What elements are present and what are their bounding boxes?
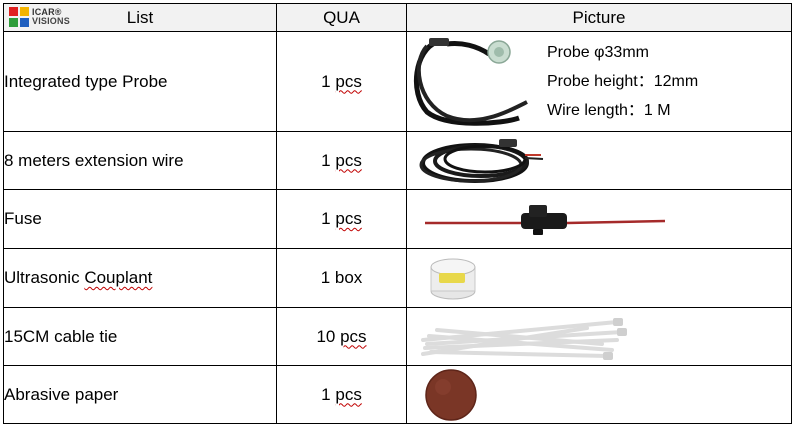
header-row: ICAR® VISIONS List QUA Picture	[3, 3, 792, 32]
packing-list-table: ICAR® VISIONS List QUA Picture Integrate…	[3, 3, 792, 424]
item-picture	[406, 189, 792, 249]
inline-fuse-holder-icon	[425, 205, 666, 235]
item-qty: 1 box	[276, 248, 407, 308]
item-qty: 1 pcs	[276, 189, 407, 249]
table-row: 8 meters extension wire 1 pcs	[3, 131, 792, 190]
abrasive-disc-icon	[425, 368, 477, 421]
item-name: Integrated type Probe	[3, 31, 277, 132]
probe-specs: Probe φ33mm Probe height：12mm Wire lengt…	[547, 38, 698, 125]
item-name: Abrasive paper	[3, 365, 277, 424]
cable-ties-icon	[421, 317, 627, 360]
item-picture	[406, 248, 792, 308]
item-name: Ultrasonic Couplant	[3, 248, 277, 308]
item-name: Fuse	[3, 189, 277, 249]
spec-diameter: Probe φ33mm	[547, 44, 649, 61]
table-row: Fuse 1 pcs	[3, 189, 792, 249]
spec-wire-length: Wire length：1 M	[547, 102, 671, 119]
logo-line-2: VISIONS	[32, 16, 70, 26]
logo-line-1: ICAR®	[32, 7, 62, 17]
item-qty: 1 pcs	[276, 31, 407, 132]
brand-mark-icon	[9, 7, 29, 27]
couplant-jar-icon	[430, 258, 476, 300]
spec-height: Probe height：12mm	[547, 73, 699, 90]
item-qty: 10 pcs	[276, 307, 407, 366]
brand-logo: ICAR® VISIONS	[9, 7, 70, 27]
item-qty: 1 pcs	[276, 131, 407, 190]
header-list-label: List	[126, 7, 154, 27]
table-row: Integrated type Probe 1 pcs Probe φ33mm …	[3, 31, 792, 132]
item-picture	[406, 307, 792, 366]
item-picture	[406, 365, 792, 424]
item-name: 15CM cable tie	[3, 307, 277, 366]
header-picture: Picture	[406, 3, 792, 32]
item-picture: Probe φ33mm Probe height：12mm Wire lengt…	[406, 31, 792, 132]
item-picture	[406, 131, 792, 190]
item-name: 8 meters extension wire	[3, 131, 277, 190]
header-qua: QUA	[276, 3, 407, 32]
item-qty: 1 pcs	[276, 365, 407, 424]
table-row: Abrasive paper 1 pcs	[3, 365, 792, 424]
probe-with-cable-icon	[413, 38, 528, 126]
table-row: 15CM cable tie 10 pcs	[3, 307, 792, 366]
table-row: Ultrasonic Couplant 1 box	[3, 248, 792, 308]
header-list: ICAR® VISIONS List	[3, 3, 277, 32]
coiled-extension-wire-icon	[419, 138, 544, 183]
